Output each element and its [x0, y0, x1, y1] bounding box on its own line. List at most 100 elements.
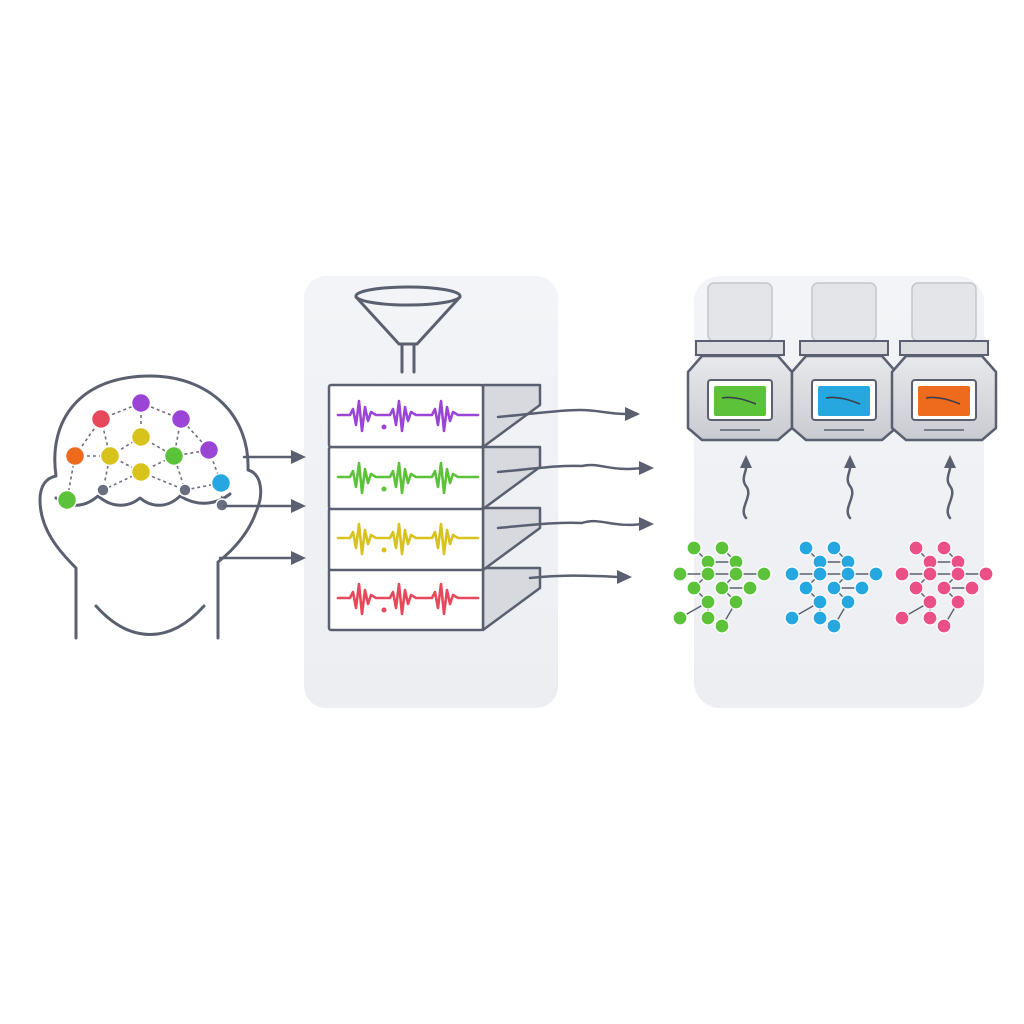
cluster-node [978, 566, 994, 582]
node-cluster [672, 540, 772, 634]
signal-waveform [336, 582, 480, 616]
cluster-node [826, 580, 842, 596]
screen-trace [721, 396, 757, 405]
electrode-links [66, 402, 223, 506]
signal-dot [381, 424, 387, 430]
device [890, 282, 998, 442]
signal-waveform [336, 399, 480, 433]
cluster-node [714, 618, 730, 634]
output-devices [686, 282, 998, 442]
signal-dot [381, 486, 387, 492]
filter-layers [327, 383, 542, 632]
device-screen [918, 386, 970, 416]
cluster-node [714, 580, 730, 596]
cluster-node [908, 580, 924, 596]
electrode-node [178, 483, 192, 497]
up-arrow [742, 462, 750, 520]
cluster-node [700, 566, 716, 582]
device [790, 282, 898, 442]
electrode-nodes [56, 392, 232, 512]
cluster-node [812, 610, 828, 626]
signal-dot [381, 607, 387, 613]
device-neck [899, 340, 989, 356]
screen-trace [925, 396, 961, 405]
chin-outline [94, 604, 206, 636]
cluster-node [922, 610, 938, 626]
device-neck [799, 340, 889, 356]
up-arrowhead [844, 455, 856, 468]
cluster-node [798, 540, 814, 556]
electrode-node [99, 445, 121, 467]
device-screen [714, 386, 766, 416]
signal-dot [381, 547, 387, 553]
electrode-node [198, 439, 220, 461]
electrode-node [130, 461, 152, 483]
cluster-node [742, 580, 758, 596]
cluster-node [728, 594, 744, 610]
cluster-node [894, 610, 910, 626]
up-arrowhead [944, 455, 956, 468]
electrode-node [96, 483, 110, 497]
device-cap [911, 282, 977, 342]
cluster-node [826, 540, 842, 556]
cluster-node [686, 580, 702, 596]
cluster-node [854, 580, 870, 596]
head-outline [38, 374, 263, 640]
cluster-node [840, 594, 856, 610]
feedback-arrows [740, 455, 956, 520]
up-arrow [946, 462, 954, 520]
funnel-icon [354, 285, 462, 374]
node-clusters [672, 540, 994, 634]
device-neck [695, 340, 785, 356]
input-arrows [218, 450, 306, 565]
cluster-node [728, 566, 744, 582]
cluster-node [894, 566, 910, 582]
cluster-node [936, 618, 952, 634]
signal-waveform [336, 522, 480, 556]
electrode-node [130, 392, 152, 414]
device-cap [811, 282, 877, 342]
cluster-node [936, 580, 952, 596]
cluster-node [950, 566, 966, 582]
cluster-node [686, 540, 702, 556]
electrode-node [170, 408, 192, 430]
cluster-node [812, 594, 828, 610]
cluster-node [868, 566, 884, 582]
cluster-node [922, 594, 938, 610]
cluster-node [840, 566, 856, 582]
node-cluster [784, 540, 884, 634]
cluster-node [700, 594, 716, 610]
cluster-node [672, 566, 688, 582]
filter-layer [327, 566, 542, 632]
cluster-node [700, 610, 716, 626]
electrode-node [130, 426, 152, 448]
cluster-node [756, 566, 772, 582]
device-screen [818, 386, 870, 416]
cluster-node [964, 580, 980, 596]
head-eeg [38, 374, 263, 640]
cluster-node [936, 540, 952, 556]
scalp-line [54, 492, 232, 507]
screen-trace [825, 396, 861, 405]
cluster-node [672, 610, 688, 626]
cluster-node [784, 566, 800, 582]
cluster-node [922, 566, 938, 582]
cluster-node [714, 540, 730, 556]
filter-layer [327, 383, 542, 449]
device [686, 282, 794, 442]
cluster-node [784, 610, 800, 626]
electrode-node [163, 445, 185, 467]
cluster-node [908, 540, 924, 556]
up-arrowhead [740, 455, 752, 468]
filter-layer [327, 445, 542, 511]
node-cluster [894, 540, 994, 634]
up-arrow [846, 462, 854, 520]
electrode-node [64, 445, 86, 467]
cluster-node [826, 618, 842, 634]
output-arrows [496, 407, 654, 584]
electrode-node [90, 408, 112, 430]
cluster-node [950, 594, 966, 610]
device-cap [707, 282, 773, 342]
cluster-node [812, 566, 828, 582]
